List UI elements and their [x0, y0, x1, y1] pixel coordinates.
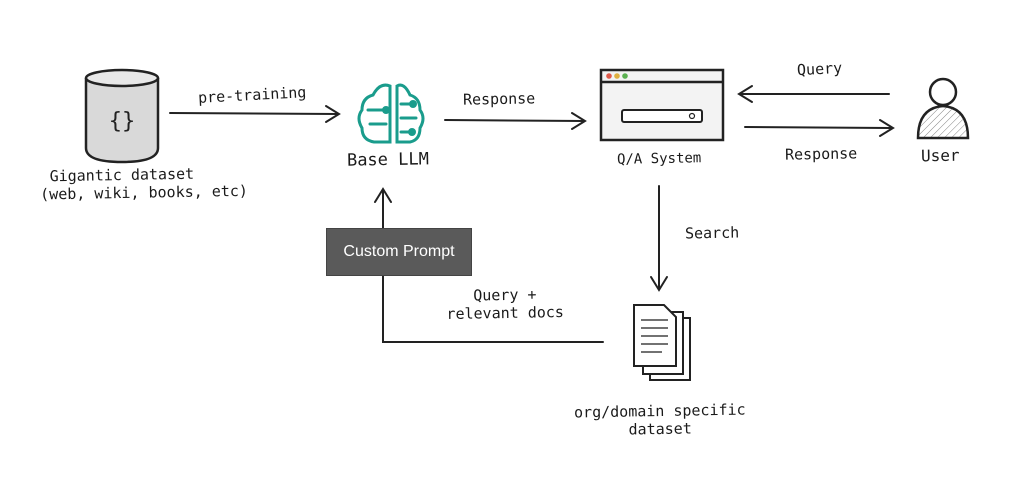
user-label: User [920, 145, 960, 166]
arrow-pretraining [169, 105, 341, 123]
dataset-icon-text: {} [109, 109, 136, 134]
browser-window-icon [599, 68, 725, 142]
base-llm-label: Base LLM [346, 149, 430, 171]
llm-to-qa-edge-label: Response [462, 89, 536, 109]
search-edge-label: Search [684, 223, 740, 243]
custom-prompt-label: Custom Prompt [343, 243, 455, 260]
query-docs-line2: relevant docs [446, 302, 565, 324]
domain-dataset-label-line1: org/domain specific [573, 400, 746, 422]
query-docs-edge-label: Query + relevant docs [430, 285, 581, 324]
arrow-user-to-qa [737, 85, 890, 103]
dataset-label-line2: (web, wiki, books, etc) [40, 181, 249, 204]
custom-prompt-box: Custom Prompt [326, 228, 472, 276]
arrow-llm-to-qa [444, 112, 587, 130]
domain-dataset-label-line2: dataset [628, 419, 692, 439]
document-stack-icon [633, 304, 691, 381]
arrow-search [650, 185, 668, 292]
arrow-qa-to-user [744, 119, 895, 137]
database-cylinder-braces-icon: {} [84, 68, 160, 164]
domain-dataset-label: org/domain specific dataset [570, 400, 751, 439]
dataset-label: Gigantic dataset (web, wiki, books, etc) [40, 165, 249, 204]
brain-circuit-icon [357, 83, 425, 144]
user-query-edge-label: Query [796, 58, 843, 80]
qa-to-user-edge-label: Response [784, 144, 858, 164]
qa-system-label: Q/A System [616, 150, 702, 168]
user-person-icon [916, 77, 970, 140]
